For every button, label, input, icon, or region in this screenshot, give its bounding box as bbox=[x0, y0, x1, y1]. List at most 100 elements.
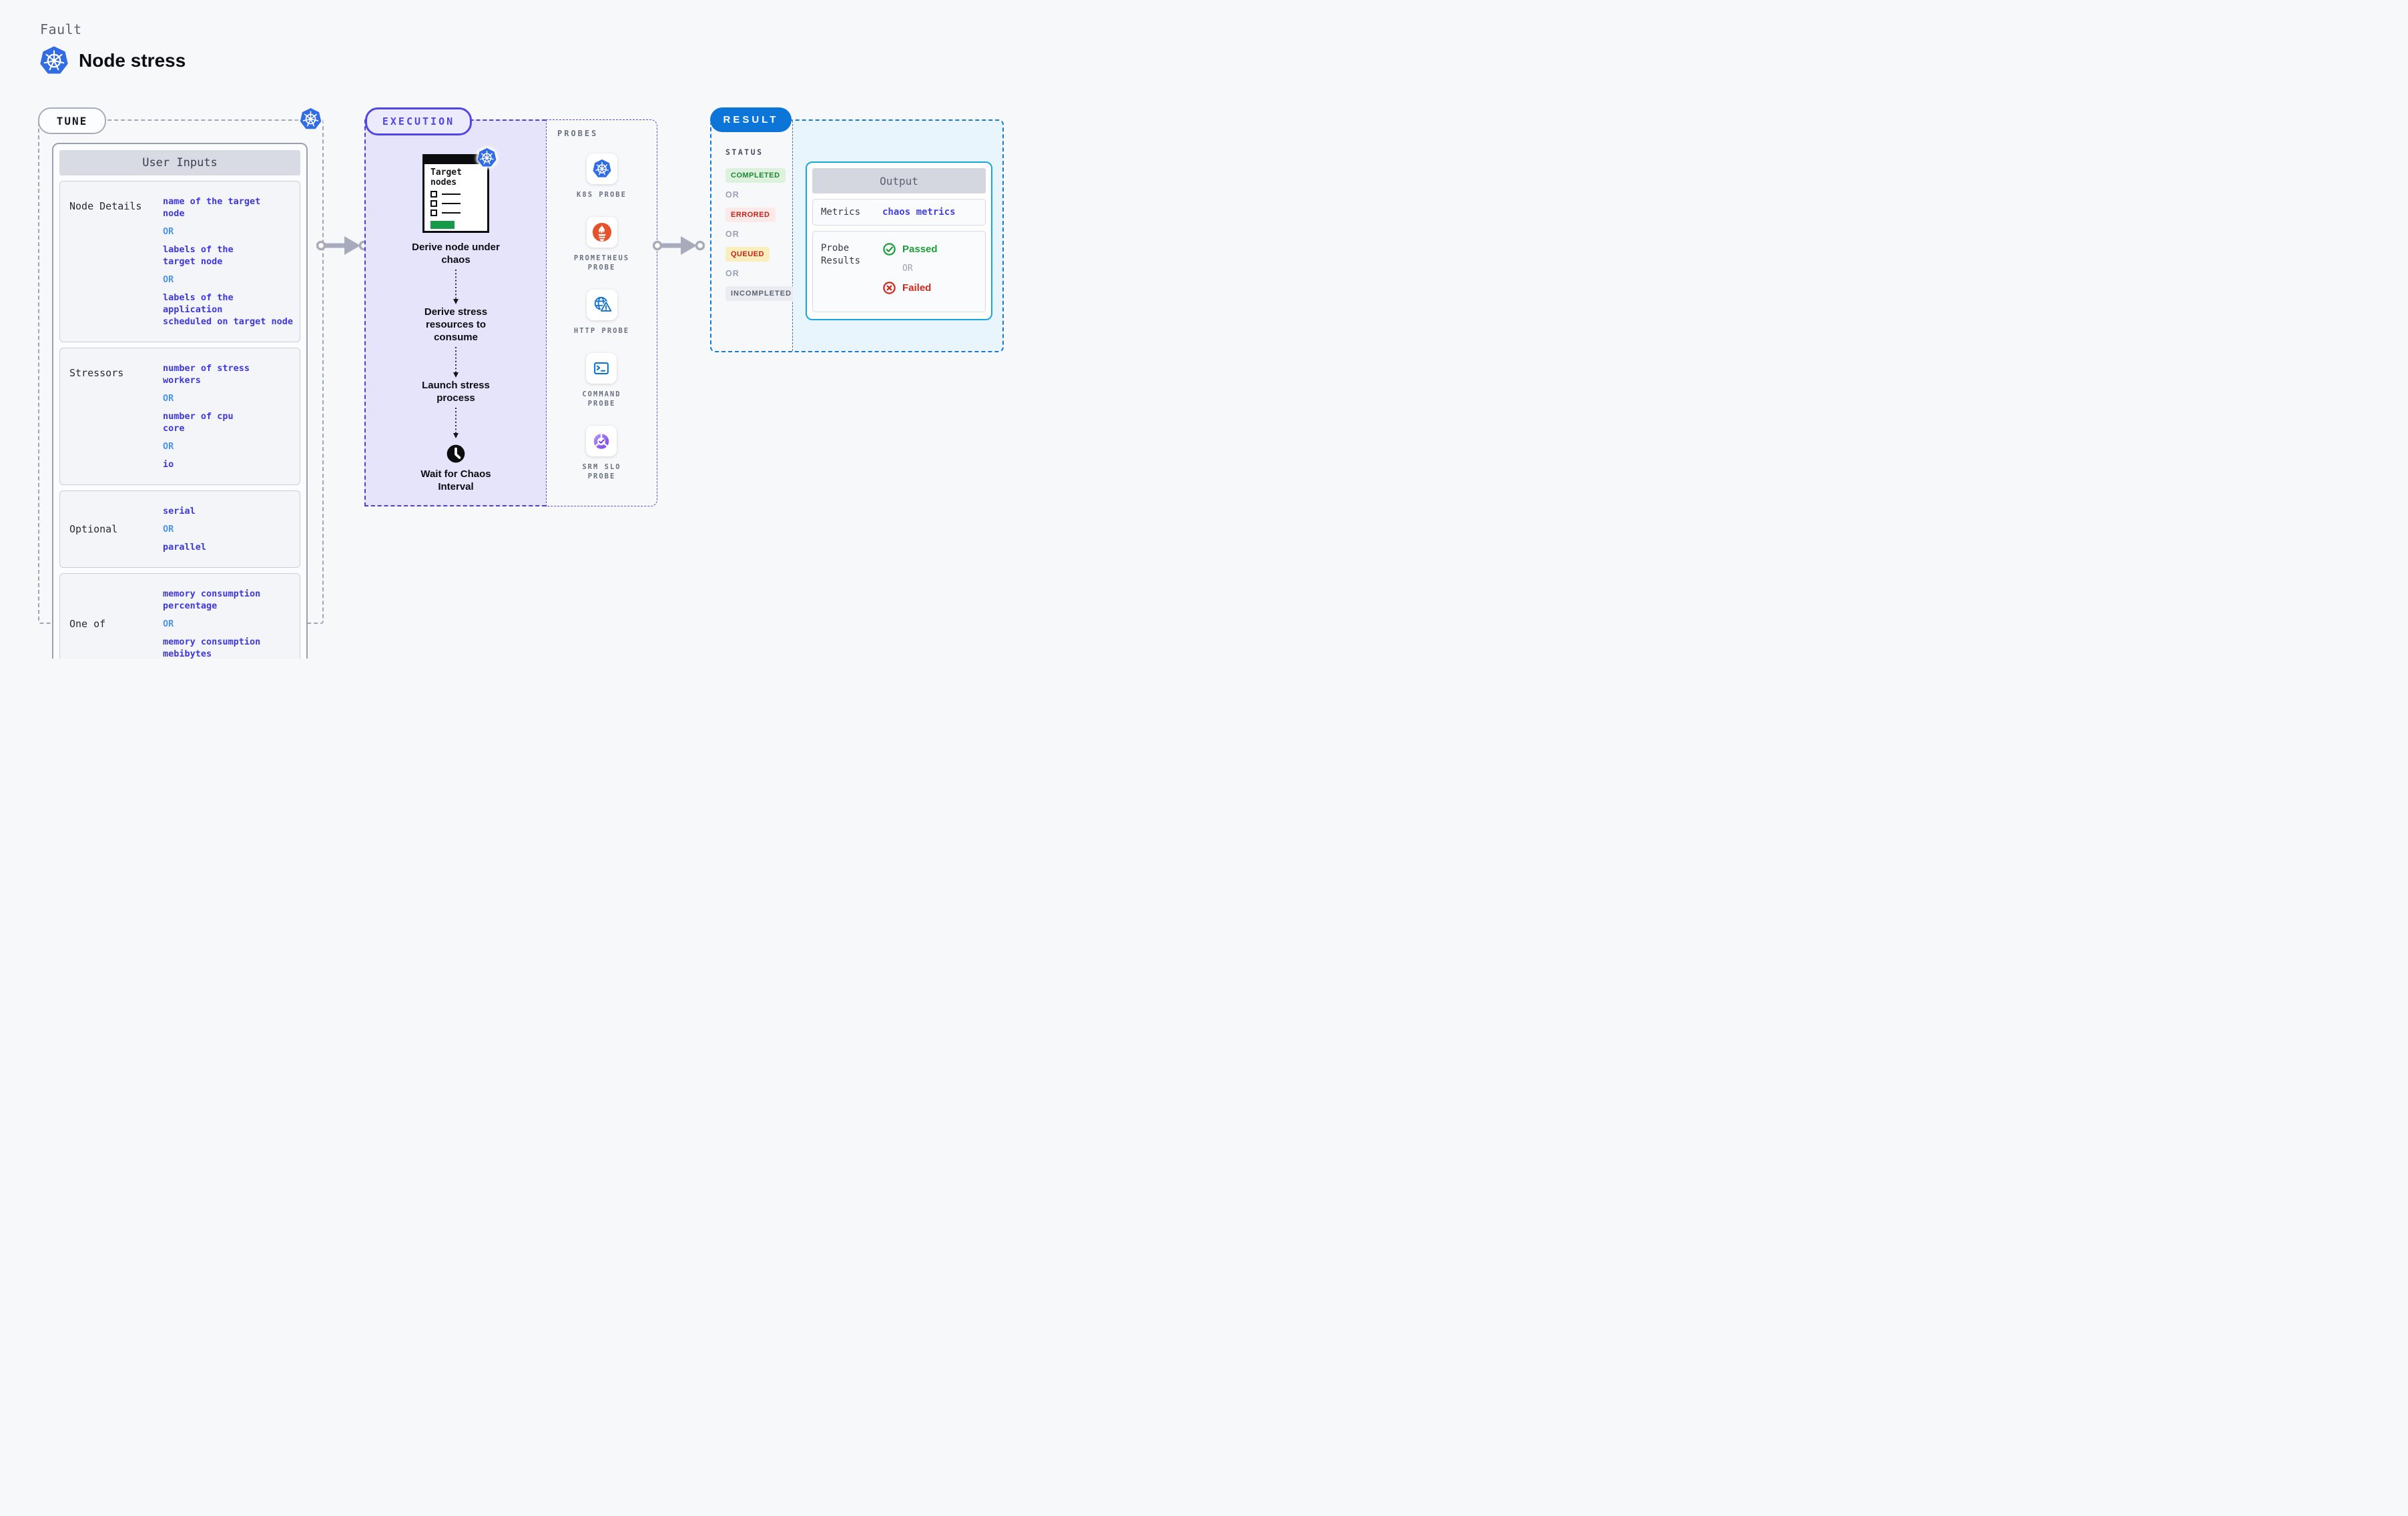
tune-row-label: Stressors bbox=[69, 367, 124, 379]
probe-k8s: K8S PROBE bbox=[577, 153, 627, 200]
status-column: STATUS COMPLETED OR ERRORED OR QUEUED OR… bbox=[711, 121, 798, 351]
list-line bbox=[442, 203, 461, 204]
or-separator: OR bbox=[902, 264, 913, 274]
list-line bbox=[442, 194, 461, 195]
execution-step: Launch stress process bbox=[422, 380, 490, 404]
tune-row-label: One of bbox=[69, 618, 106, 630]
or-separator: OR bbox=[725, 230, 739, 239]
node-stress-diagram: Fault Node stress TUNE User Inputs Node … bbox=[0, 0, 1046, 659]
fault-kicker: Fault bbox=[40, 21, 82, 37]
title-row: Node stress bbox=[39, 45, 186, 76]
probe-card bbox=[586, 426, 617, 456]
probe-results-row: Probe Results Passed OR bbox=[812, 231, 986, 312]
tune-row-value: memory consumption percentage bbox=[163, 589, 261, 611]
tune-row-value: OR bbox=[163, 226, 174, 237]
checklist-item bbox=[430, 210, 487, 216]
dotted-arrow-down-icon bbox=[453, 270, 459, 304]
slo-pie-check-icon bbox=[594, 434, 609, 449]
user-inputs-title: User Inputs bbox=[59, 150, 300, 175]
kubernetes-icon bbox=[39, 45, 69, 75]
probe-card bbox=[586, 217, 617, 248]
probes-list: K8S PROBE PROMETHEUS PROBE bbox=[547, 151, 657, 481]
prometheus-icon bbox=[592, 222, 611, 242]
progress-bar bbox=[430, 221, 455, 229]
tune-row-value: OR bbox=[163, 619, 174, 629]
target-nodes-title: Target nodes bbox=[430, 167, 462, 187]
checkbox-icon bbox=[430, 200, 437, 207]
kubernetes-icon bbox=[299, 107, 322, 130]
terminal-icon bbox=[594, 362, 609, 375]
probe-results-values: Passed OR Failed bbox=[882, 242, 938, 312]
failed-result: Failed bbox=[882, 281, 938, 295]
metrics-row: Metrics chaos metrics bbox=[812, 199, 986, 226]
probe-card bbox=[586, 290, 617, 320]
execution-label-pill: EXECUTION bbox=[365, 107, 472, 135]
execution-step: Derive stress resources to consume bbox=[424, 306, 488, 343]
dotted-arrow-down-icon bbox=[453, 408, 459, 438]
tune-row-value: name of the target node bbox=[163, 196, 261, 219]
status-badge-errored: ERRORED bbox=[725, 208, 776, 222]
tune-row-label: Node Details bbox=[69, 200, 142, 212]
tune-row-value: number of cpu core bbox=[163, 411, 234, 434]
metrics-label: Metrics bbox=[821, 206, 861, 218]
output-column: Output Metrics chaos metrics Probe Resul… bbox=[793, 121, 1002, 351]
probe-label: PROMETHEUS PROBE bbox=[573, 254, 630, 272]
checkbox-icon bbox=[430, 210, 437, 216]
kubernetes-icon bbox=[477, 147, 497, 167]
http-globe-warning-icon bbox=[594, 296, 612, 313]
result-section: STATUS COMPLETED OR ERRORED OR QUEUED OR… bbox=[710, 119, 1004, 352]
or-separator: OR bbox=[725, 269, 739, 278]
tune-row-value: OR bbox=[163, 524, 174, 534]
probe-label: K8S PROBE bbox=[577, 191, 627, 199]
passed-label: Passed bbox=[902, 244, 938, 255]
output-box: Output Metrics chaos metrics Probe Resul… bbox=[806, 161, 992, 320]
execution-step: Wait for Chaos Interval bbox=[420, 468, 491, 492]
list-line bbox=[442, 212, 461, 214]
tune-row-value: OR bbox=[163, 393, 174, 404]
target-nodes-titlebar bbox=[424, 156, 487, 164]
tune-row-value: OR bbox=[163, 274, 174, 285]
tune-row-value: OR bbox=[163, 441, 174, 452]
probe-http: HTTP PROBE bbox=[574, 290, 629, 336]
tune-row-value: number of stress workers bbox=[163, 363, 250, 386]
probe-label: COMMAND PROBE bbox=[582, 390, 621, 408]
probes-title: PROBES bbox=[557, 129, 599, 138]
probe-card bbox=[586, 153, 617, 184]
probe-label: SRM SLO PROBE bbox=[582, 463, 621, 480]
probe-prometheus: PROMETHEUS PROBE bbox=[574, 217, 629, 272]
user-inputs-panel: User Inputs Node Details name of the tar… bbox=[52, 143, 308, 659]
probe-srm-slo: SRM SLO PROBE bbox=[582, 426, 621, 481]
tune-row-value: labels of the target node bbox=[163, 244, 234, 267]
status-title: STATUS bbox=[725, 147, 764, 157]
tune-row-value: memory consumption mebibytes bbox=[163, 637, 261, 659]
status-badge-queued: QUEUED bbox=[725, 247, 770, 262]
passed-result: Passed bbox=[882, 242, 938, 256]
page-title: Node stress bbox=[79, 50, 186, 71]
x-circle-icon bbox=[883, 282, 896, 294]
tune-row-value: labels of the application scheduled on t… bbox=[163, 292, 294, 327]
execution-section: Target nodes Derive node under chaos Der… bbox=[364, 119, 546, 506]
status-badge-completed: COMPLETED bbox=[725, 168, 786, 183]
checklist-item bbox=[430, 191, 487, 198]
execution-to-result-arrow bbox=[653, 236, 705, 255]
probe-card bbox=[586, 353, 617, 384]
tune-label-pill: TUNE bbox=[38, 107, 106, 134]
probe-results-label: Probe Results bbox=[821, 243, 861, 266]
failed-label: Failed bbox=[902, 282, 932, 294]
tune-row-label: Optional bbox=[69, 523, 118, 535]
status-badge-incompleted: INCOMPLETED bbox=[725, 286, 798, 301]
clock-icon bbox=[446, 444, 465, 463]
check-circle-icon bbox=[883, 243, 896, 256]
tune-row-value: parallel bbox=[163, 542, 207, 552]
checkbox-icon bbox=[430, 191, 437, 198]
execution-step: Derive node under chaos bbox=[412, 242, 500, 266]
checklist-item bbox=[430, 200, 487, 207]
tune-section: User Inputs Node Details name of the tar… bbox=[38, 119, 324, 659]
